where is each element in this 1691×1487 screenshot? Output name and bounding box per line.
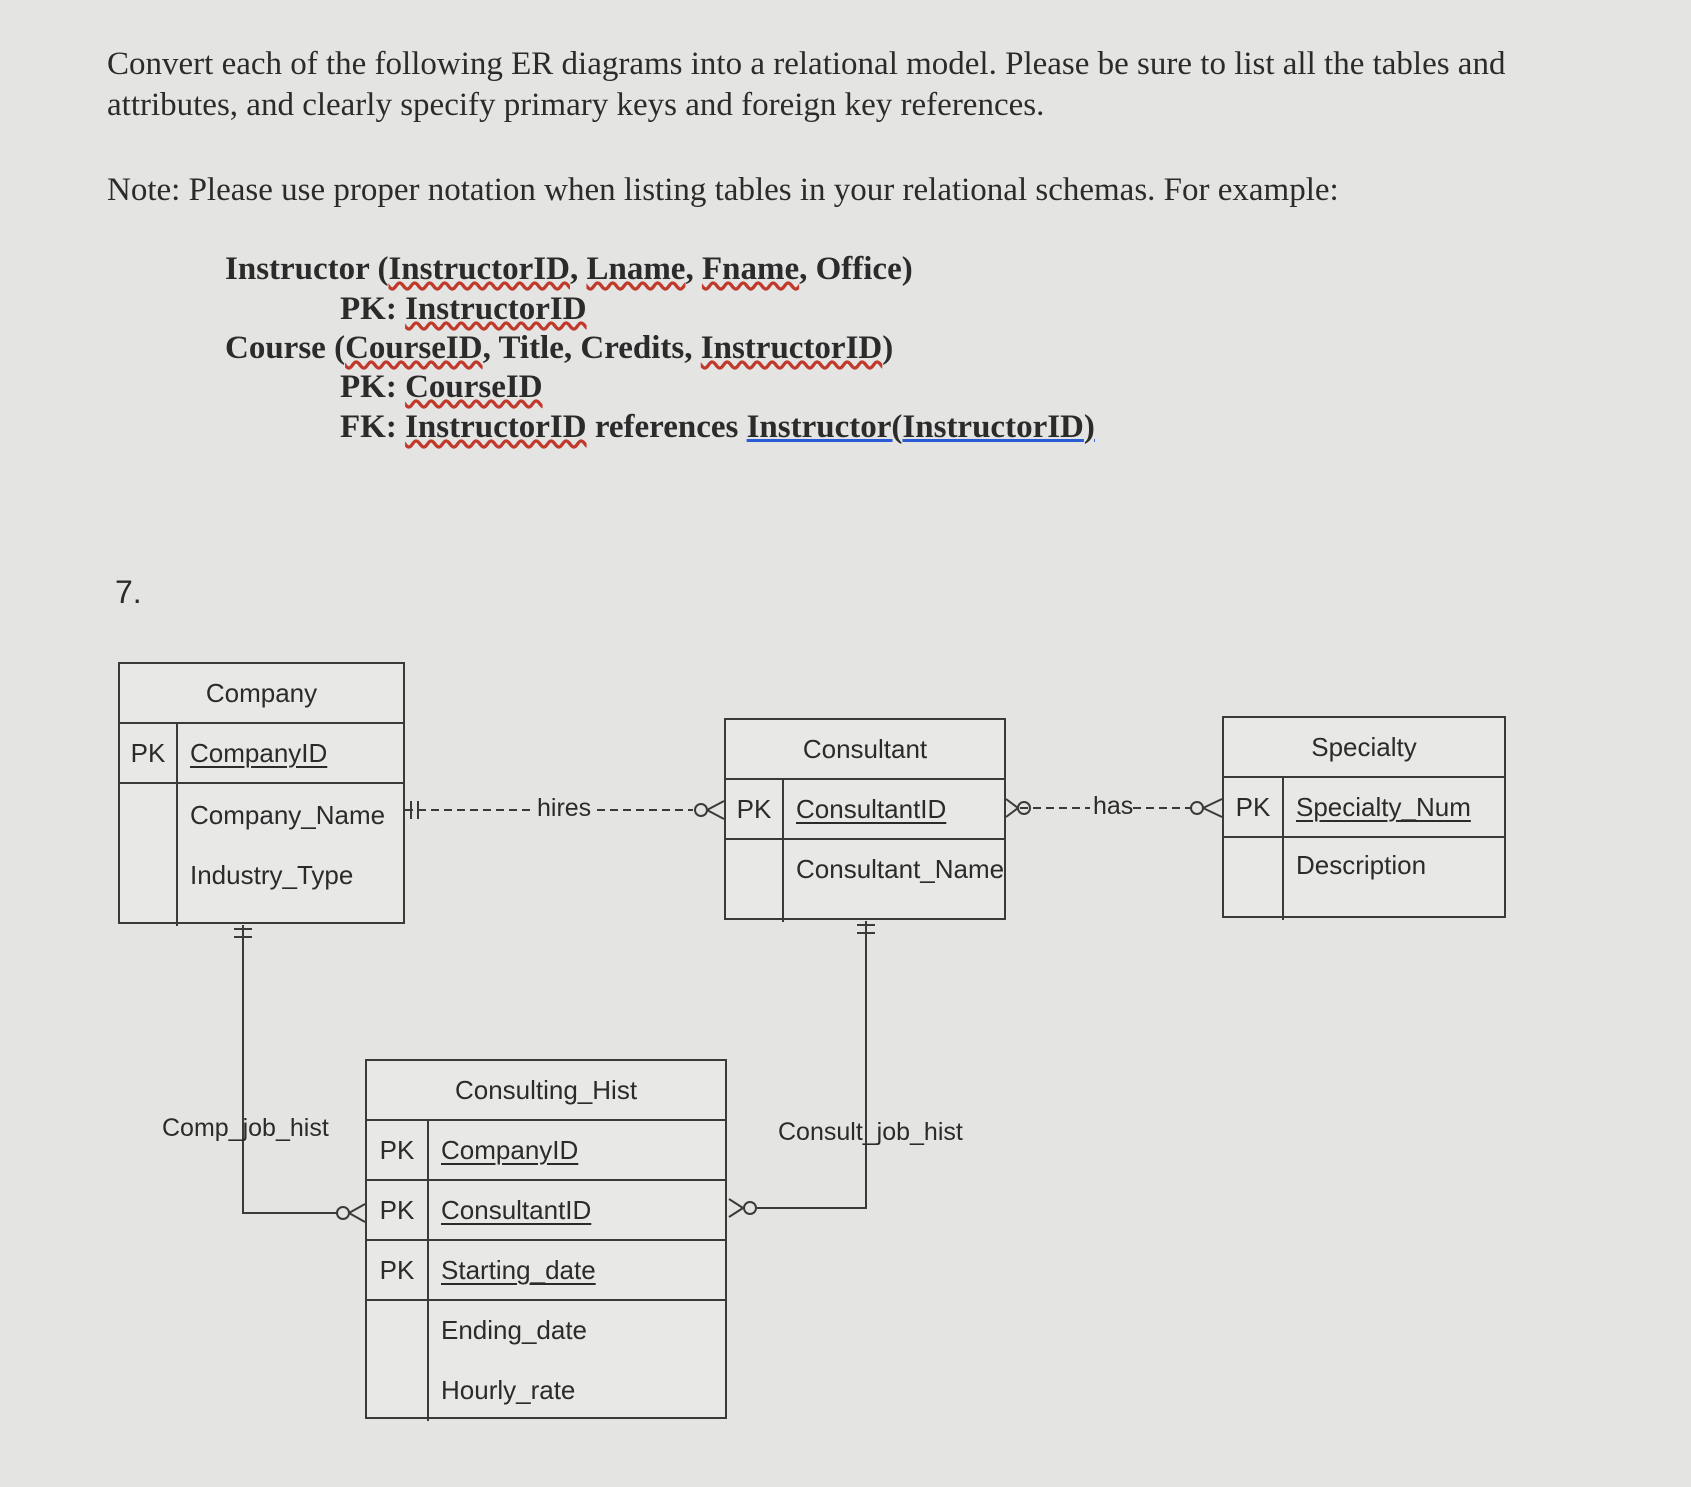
zero-mark [1017,801,1031,815]
attribute-row: Consultant_Name [726,840,1004,898]
example-attr: InstructorID [700,330,883,366]
column-divider [782,778,784,922]
entity-specialty: Specialty PK Specialty_Num Description [1222,716,1506,920]
example-pk-label: PK: [340,369,406,405]
crowfoot [706,800,725,811]
key-attribute: CompanyID [441,1134,579,1165]
key-attribute: ConsultantID [796,793,947,824]
example-course-line: Course (CourseID, Title, Credits, Instru… [225,328,893,368]
zero-mark [743,1201,757,1215]
attribute-row: Description [1224,836,1504,894]
attribute: Company_Name [190,799,386,830]
attribute: Industry_Type [190,859,354,890]
note-paragraph: Note: Please use proper notation when li… [107,172,1339,208]
relationship-hires-label: hires [537,794,592,822]
example-attr: Fname [701,251,800,287]
column-divider [427,1119,429,1421]
key-row: PK Specialty_Num [1224,778,1504,838]
pk-label: PK [1235,791,1271,822]
relationship-consult-job-hist-label: Consult_job_hist [778,1118,963,1146]
key-attribute: ConsultantID [441,1194,592,1225]
example-course-fk-line: FK: InstructorID references Instructor(I… [340,407,1095,447]
zero-mark [694,803,708,817]
entity-title: Company [120,664,403,724]
pk-label: PK [130,737,166,768]
crowfoot [1202,807,1223,818]
pk-label: PK [379,1134,415,1165]
example-fk-ref-table: Instructor( [746,409,903,445]
pk-label: PK [736,793,772,824]
zero-mark [1190,801,1204,815]
example-course-table: Course [225,330,326,366]
example-pk-value: InstructorID [405,291,587,327]
key-attribute: Specialty_Num [1296,791,1471,822]
example-attr: InstructorID [388,251,570,287]
column-divider [176,722,178,926]
example-fk-label: FK: [340,409,406,445]
example-fk-value: InstructorID [405,409,587,445]
example-course-pk-line: PK: CourseID [340,367,543,407]
entity-title: Specialty [1224,718,1504,778]
crowfoot [728,1207,744,1218]
crowfoot [1005,798,1019,809]
key-row: PK ConsultantID [367,1181,725,1241]
key-row: PK Starting_date [367,1241,725,1301]
attribute: Ending_date [441,1314,588,1345]
example-instructor-pk-line: PK: InstructorID [340,289,587,329]
key-row: PK ConsultantID [726,780,1004,840]
entity-title: Consulting_Hist [367,1061,725,1121]
example-fk-ref-close: ) [1083,409,1095,445]
relationship-has-label: has [1093,792,1134,820]
example-paren: ( [325,330,346,366]
key-row: PK CompanyID [367,1121,725,1181]
example-pk-label: PK: [340,291,406,327]
example-pk-value: CourseID [405,369,543,405]
question-number: 7. [115,574,142,610]
comp-job-hist-line [242,925,337,1214]
pk-label: PK [379,1254,415,1285]
attribute-row: Industry_Type [120,846,403,904]
crowfoot [348,1203,366,1214]
attribute: Hourly_rate [441,1374,576,1405]
entity-company: Company PK CompanyID Company_Name Indust… [118,662,405,926]
key-attribute: Starting_date [441,1254,596,1285]
attribute-row: Hourly_rate [367,1361,725,1419]
key-row: PK CompanyID [120,724,403,784]
example-comma: , [685,251,702,287]
example-instructor-table: Instructor [225,251,370,287]
key-attribute: CompanyID [190,737,328,768]
entity-consultant: Consultant PK ConsultantID Consultant_Na… [724,718,1006,922]
example-fk-ref-text: references [586,409,747,445]
example-instructor-line: Instructor (InstructorID, Lname, Fname, … [225,249,913,289]
attribute: Description [1296,849,1427,880]
example-fk-ref-col: InstructorID [902,409,1084,445]
instructions-paragraph: Convert each of the following ER diagram… [107,46,1506,123]
example-close: ) [882,330,894,366]
example-paren: ( [369,251,389,287]
pk-label: PK [379,1194,415,1225]
attribute-row: Company_Name [120,786,403,844]
column-divider [1282,776,1284,920]
example-attr: CourseID [345,330,483,366]
example-mid: , Title, Credits, [482,330,701,366]
zero-mark [336,1206,350,1220]
example-comma: , [569,251,587,287]
attribute-row: Ending_date [367,1301,725,1359]
relationship-comp-job-hist-label: Comp_job_hist [162,1114,329,1142]
entity-consulting-hist: Consulting_Hist PK CompanyID PK Consulta… [365,1059,727,1421]
entity-title: Consultant [726,720,1004,780]
crowfoot [1005,807,1019,818]
crowfoot [728,1198,744,1209]
example-attr: Lname [586,251,686,287]
example-tail: , Office) [799,251,913,287]
consult-job-hist-line [757,921,867,1209]
crowfoot [1202,798,1223,809]
attribute: Consultant_Name [796,853,1005,884]
crowfoot [348,1212,366,1223]
crowfoot [706,809,725,820]
